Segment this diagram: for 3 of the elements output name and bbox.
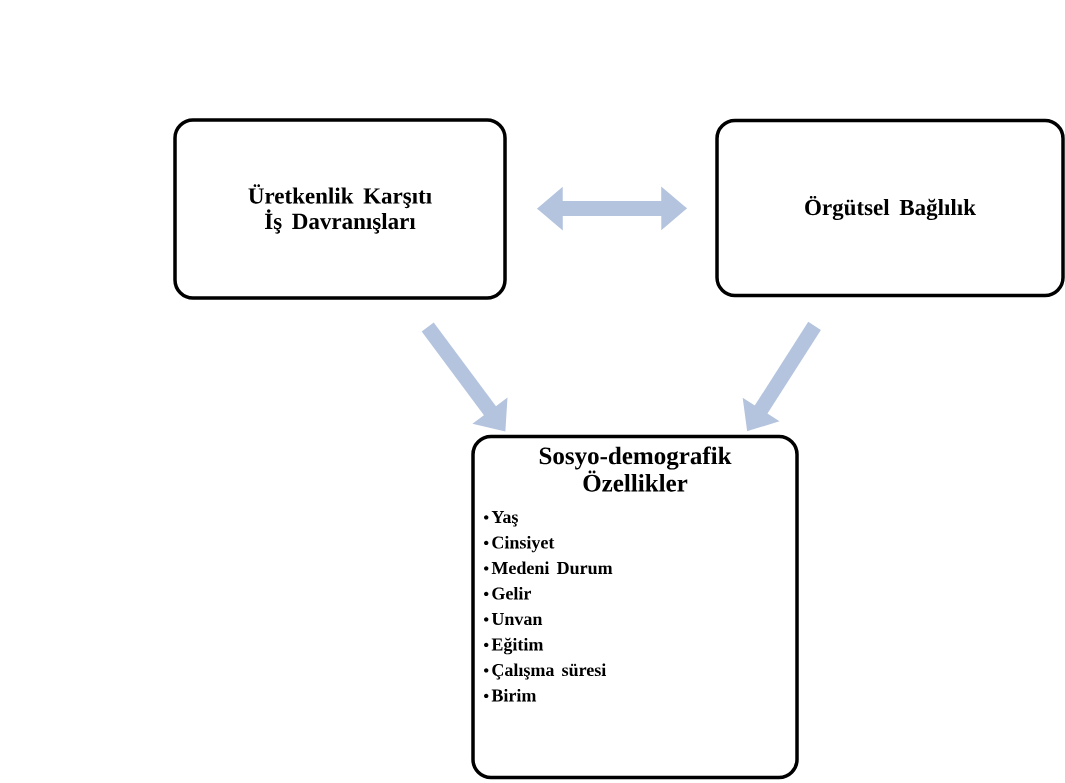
list-box: Sosyo-demografik Özellikler Yaş Cinsiyet Medeni Durum Gelir Unvan Eğitim Çalışma süresi Birim (471, 434, 799, 780)
process-box: Örgütsel Bağlılık (715, 118, 1065, 298)
process-box: Üretkenlik Karşıtı İş Davranışları (173, 118, 507, 300)
